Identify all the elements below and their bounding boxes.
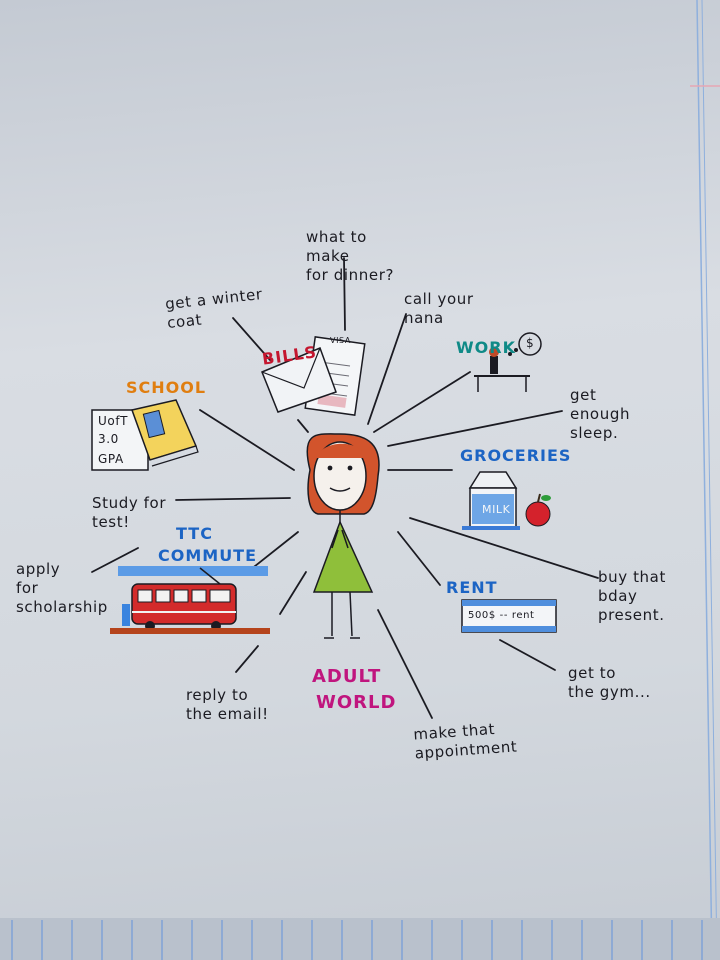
todo-sleep: get enough sleep. (570, 386, 631, 442)
center-label-line1: ADULT (312, 666, 382, 687)
category-commute-line1: TTC (176, 524, 213, 543)
category-rent: RENT (446, 578, 498, 597)
cheque-text: 500$ -- rent (468, 610, 535, 621)
gpa-text: GPA (98, 452, 124, 466)
page-edge (0, 918, 720, 960)
bills-doodle (261, 336, 366, 416)
todo-study: Study for test! (92, 494, 167, 531)
visa-text: VISA (330, 336, 351, 345)
stick-figure (306, 433, 380, 639)
category-school: SCHOOL (126, 378, 207, 397)
milk-text: MILK (482, 503, 511, 516)
margin-line (701, 0, 718, 960)
todo-email: reply to the email! (186, 686, 269, 723)
page-edge-ticks (11, 920, 703, 960)
money-text: $ (526, 336, 535, 350)
uoft-text: UofT (98, 414, 129, 428)
category-commute-line2: COMMUTE (158, 546, 258, 565)
category-groceries: GROCERIES (460, 446, 572, 465)
center-label-line2: WORLD (316, 692, 397, 713)
cheque-doodle (461, 599, 557, 633)
category-work: WORK (456, 338, 516, 357)
margin-line (696, 0, 713, 960)
todo-present: buy that bday present. (598, 568, 666, 624)
groceries-doodle (462, 471, 551, 530)
connector-lines (91, 257, 599, 719)
todo-nana: call your nana (404, 290, 474, 327)
todo-dinner: what to make for dinner? (306, 228, 395, 284)
work-doodle (474, 332, 542, 392)
todo-appointment: make that appointment (412, 719, 518, 763)
gpa-value-text: 3.0 (98, 432, 119, 446)
todo-scholarship: apply for scholarship (16, 560, 108, 616)
todo-gym: get to the gym... (568, 664, 651, 701)
streetcar-doodle (110, 566, 270, 634)
school-doodle (91, 399, 199, 471)
